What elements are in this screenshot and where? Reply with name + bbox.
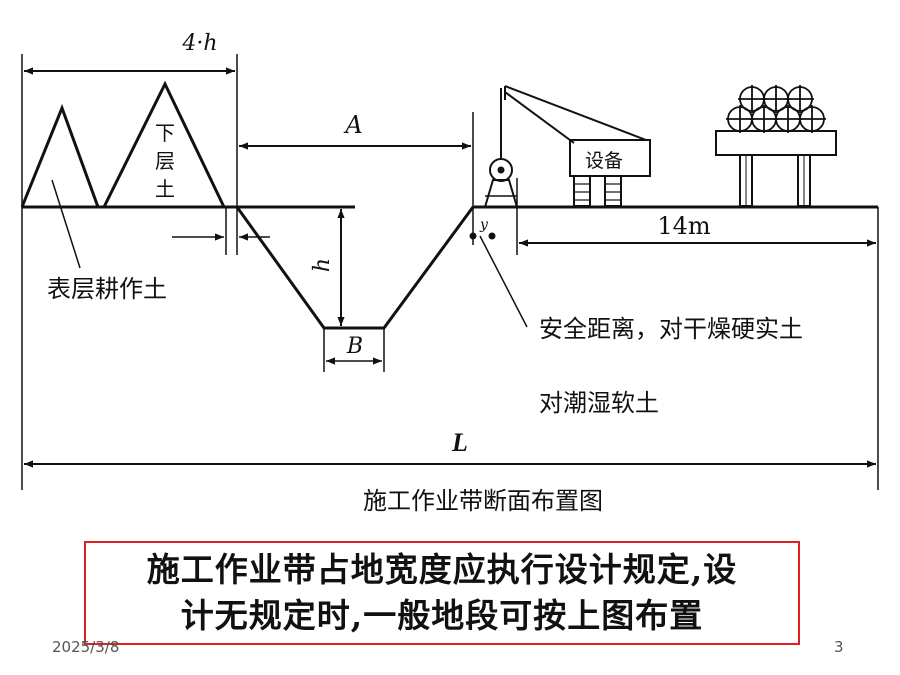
lower-soil-label-2: 层 — [155, 149, 175, 173]
construction-strip-cross-section: 4·h 下 层 土 A h B y 设备 表层耕作土 14m 安全距离，对干燥硬… — [20, 31, 879, 515]
trench-profile — [235, 206, 475, 330]
total-width-label: L — [451, 428, 468, 457]
topsoil-leader — [51, 179, 81, 269]
footer-page-number: 3 — [834, 638, 844, 656]
a-label: A — [343, 111, 362, 139]
pulley-frame — [483, 179, 519, 208]
top-width-label: 4·h — [181, 31, 217, 56]
note-line-1: 施工作业带占地宽度应执行设计规定,设 — [146, 550, 738, 589]
topsoil-pile — [20, 103, 100, 208]
fourteen-m-label: 14m — [657, 212, 711, 240]
lower-soil-label-3: 土 — [155, 177, 175, 201]
h-label: h — [310, 258, 335, 272]
equipment-track-left — [573, 175, 591, 207]
wet-soft-soil-label: 对潮湿软土 — [539, 389, 659, 417]
footer-date: 2025/3/8 — [52, 638, 120, 656]
safety-distance-leader — [479, 235, 528, 328]
b-label: B — [346, 334, 363, 359]
y-label: y — [479, 217, 489, 233]
diagram-caption: 施工作业带断面布置图 — [363, 487, 603, 515]
pipe-rack-beam — [715, 130, 837, 156]
note-line-2: 计无规定时,一般地段可按上图布置 — [180, 596, 704, 635]
crane-boom-lower — [504, 91, 575, 144]
note-box: 施工作业带占地宽度应执行设计规定,设 计无规定时,一般地段可按上图布置 — [84, 541, 800, 645]
y-dot-left — [469, 232, 477, 240]
crane-boom-upper — [504, 85, 647, 141]
lower-soil-label-1: 下 — [155, 121, 175, 145]
pipe-stack — [726, 85, 826, 133]
y-dot-right — [488, 232, 496, 240]
pulley-axle — [497, 166, 505, 174]
equipment-label: 设备 — [585, 150, 623, 172]
safety-distance-label: 安全距离，对干燥硬实土 — [539, 315, 803, 343]
topsoil-label: 表层耕作土 — [47, 275, 167, 303]
lower-soil-pile — [102, 80, 226, 208]
equipment-track-right — [604, 175, 622, 207]
